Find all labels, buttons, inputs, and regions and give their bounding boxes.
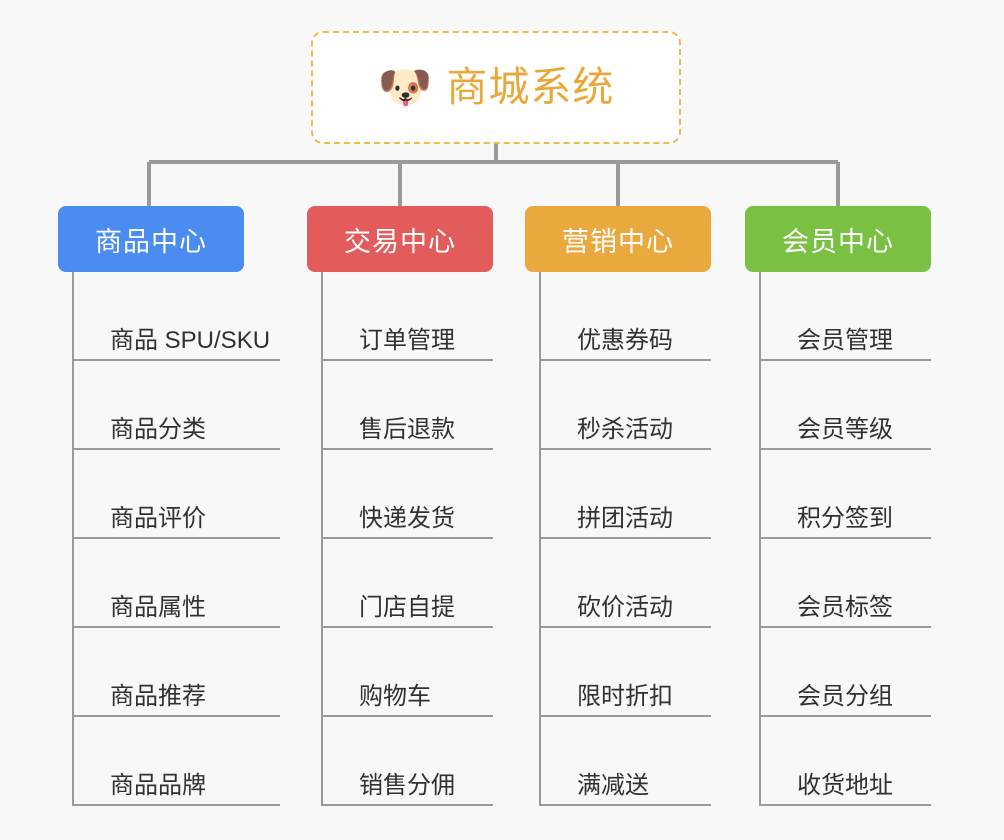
list-item[interactable]: 限时折扣 [539, 628, 711, 717]
list-item[interactable]: 会员分组 [759, 628, 931, 717]
item-label: 砍价活动 [577, 594, 673, 622]
list-item[interactable]: 会员等级 [759, 361, 931, 450]
item-label: 门店自提 [359, 594, 455, 622]
list-item[interactable]: 售后退款 [321, 361, 493, 450]
category-header-marketing-center[interactable]: 营销中心 [525, 206, 711, 272]
list-item[interactable]: 会员管理 [759, 272, 931, 361]
item-label: 商品属性 [110, 594, 206, 622]
root-node[interactable]: 🐶 商城系统 [311, 31, 681, 144]
list-item[interactable]: 商品评价 [72, 450, 280, 539]
category-header-product-center[interactable]: 商品中心 [58, 206, 244, 272]
list-item[interactable]: 订单管理 [321, 272, 493, 361]
item-label: 订单管理 [359, 327, 455, 355]
list-item[interactable]: 商品品牌 [72, 717, 280, 806]
item-label: 限时折扣 [577, 683, 673, 711]
item-label: 积分签到 [797, 505, 893, 533]
list-item[interactable]: 商品属性 [72, 539, 280, 628]
item-label: 优惠券码 [577, 327, 673, 355]
root-title: 商城系统 [446, 63, 615, 110]
branch-product-center: 商品中心 商品 SPU/SKU 商品分类 商品评价 商品属性 商品推荐 商品品牌 [58, 206, 280, 806]
branch-trade-center: 交易中心 订单管理 售后退款 快递发货 门店自提 购物车 销售分佣 [307, 206, 493, 806]
list-item[interactable]: 商品分类 [72, 361, 280, 450]
item-label: 秒杀活动 [577, 416, 673, 444]
list-item[interactable]: 积分签到 [759, 450, 931, 539]
item-list-product-center: 商品 SPU/SKU 商品分类 商品评价 商品属性 商品推荐 商品品牌 [72, 272, 280, 806]
item-label: 会员管理 [797, 327, 893, 355]
item-list-trade-center: 订单管理 售后退款 快递发货 门店自提 购物车 销售分佣 [321, 272, 493, 806]
list-item[interactable]: 商品 SPU/SKU [72, 272, 280, 361]
item-label: 商品品牌 [110, 772, 206, 800]
item-label: 收货地址 [797, 772, 893, 800]
item-label: 会员分组 [797, 683, 893, 711]
item-label: 商品推荐 [110, 683, 206, 711]
list-item[interactable]: 满减送 [539, 717, 711, 806]
list-item[interactable]: 会员标签 [759, 539, 931, 628]
list-item[interactable]: 销售分佣 [321, 717, 493, 806]
item-label: 满减送 [577, 772, 649, 800]
shiba-dog-face-icon: 🐶 [377, 62, 433, 112]
item-label: 会员等级 [797, 416, 893, 444]
list-item[interactable]: 秒杀活动 [539, 361, 711, 450]
list-item[interactable]: 优惠券码 [539, 272, 711, 361]
list-item[interactable]: 购物车 [321, 628, 493, 717]
item-list-marketing-center: 优惠券码 秒杀活动 拼团活动 砍价活动 限时折扣 满减送 [539, 272, 711, 806]
item-label: 商品 SPU/SKU [110, 327, 271, 355]
item-label: 会员标签 [797, 594, 893, 622]
list-item[interactable]: 拼团活动 [539, 450, 711, 539]
item-label: 购物车 [359, 683, 431, 711]
list-item[interactable]: 收货地址 [759, 717, 931, 806]
list-item[interactable]: 快递发货 [321, 450, 493, 539]
item-label: 商品分类 [110, 416, 206, 444]
item-label: 售后退款 [359, 416, 455, 444]
list-item[interactable]: 砍价活动 [539, 539, 711, 628]
item-label: 快递发货 [359, 505, 455, 533]
branch-member-center: 会员中心 会员管理 会员等级 积分签到 会员标签 会员分组 收货地址 [745, 206, 931, 806]
category-header-member-center[interactable]: 会员中心 [745, 206, 931, 272]
item-label: 商品评价 [110, 505, 206, 533]
item-label: 销售分佣 [359, 772, 455, 800]
item-label: 拼团活动 [577, 505, 673, 533]
item-list-member-center: 会员管理 会员等级 积分签到 会员标签 会员分组 收货地址 [759, 272, 931, 806]
branch-marketing-center: 营销中心 优惠券码 秒杀活动 拼团活动 砍价活动 限时折扣 满减送 [525, 206, 711, 806]
category-header-trade-center[interactable]: 交易中心 [307, 206, 493, 272]
list-item[interactable]: 门店自提 [321, 539, 493, 628]
list-item[interactable]: 商品推荐 [72, 628, 280, 717]
